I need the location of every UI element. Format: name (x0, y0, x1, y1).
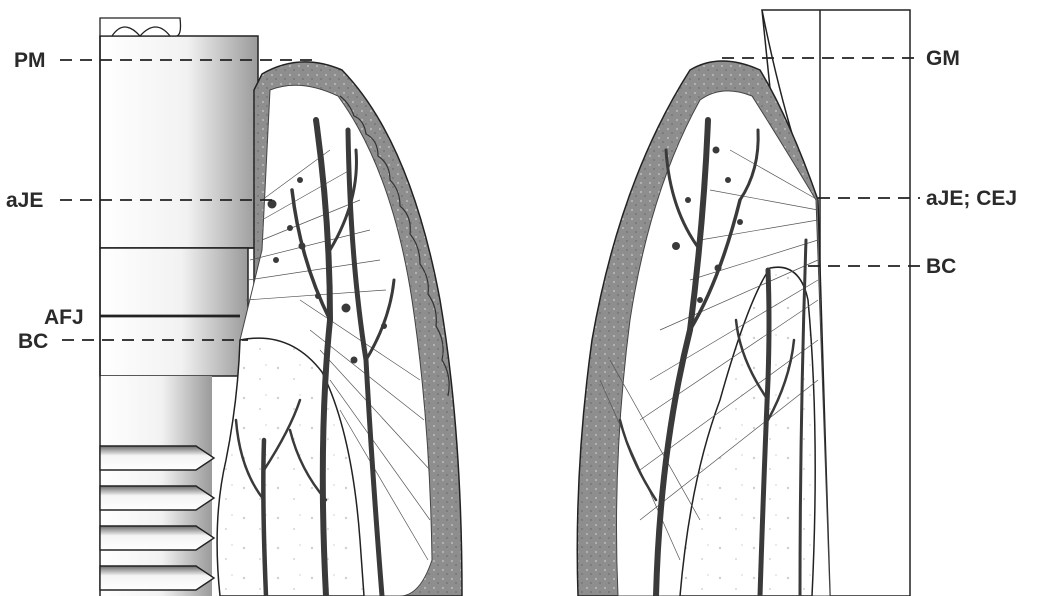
label-bc-right: BC (926, 255, 956, 278)
tooth-side (577, 10, 910, 596)
label-afj: AFJ (44, 306, 84, 329)
label-gm: GM (926, 47, 960, 70)
label-pm: PM (14, 49, 46, 72)
label-bc-left: BC (18, 330, 48, 353)
label-aje-cej: aJE; CEJ (926, 187, 1017, 210)
label-aje-left: aJE (6, 189, 43, 212)
implant-side (100, 18, 462, 596)
